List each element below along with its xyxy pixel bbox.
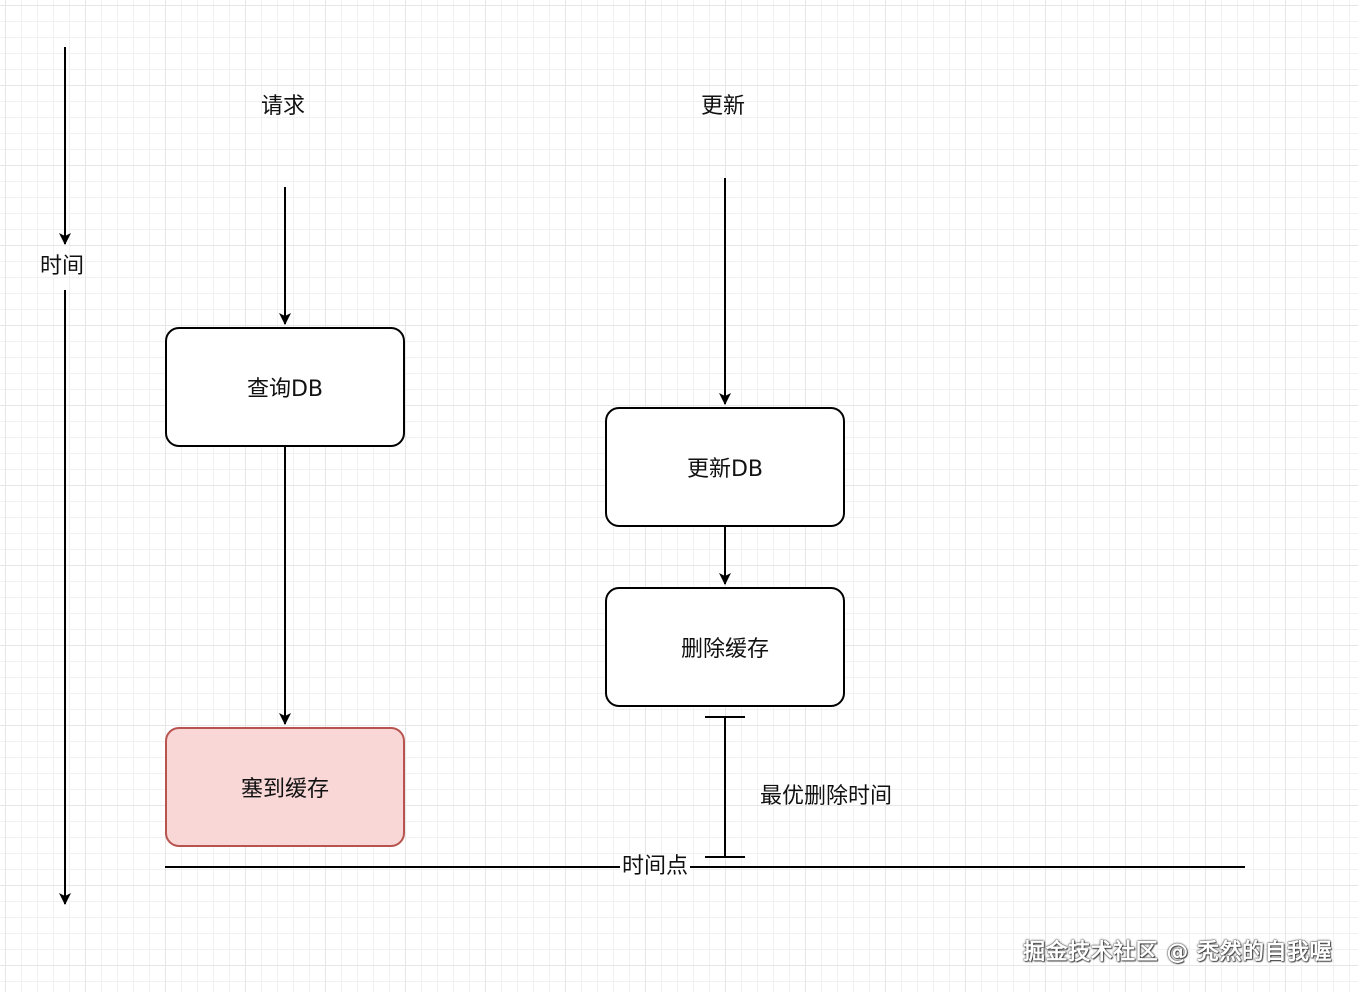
best-delete-time-label: 最优删除时间 <box>760 784 893 809</box>
watermark: 掘金技术社区 @ 秃然的自我喔 <box>1023 940 1332 965</box>
query-db-node[interactable]: 查询DB <box>165 327 405 447</box>
delete-cache-node-label: 删除缓存 <box>680 637 769 662</box>
query-db-node-label: 查询DB <box>246 377 324 402</box>
stuff-cache-node[interactable]: 塞到缓存 <box>165 727 405 847</box>
stuff-cache-node-label: 塞到缓存 <box>240 777 329 802</box>
time-point-label: 时间点 <box>620 854 691 879</box>
time-axis-label: 时间 <box>40 254 85 279</box>
update-db-node[interactable]: 更新DB <box>605 407 845 527</box>
update-lane-label: 更新 <box>701 94 746 119</box>
delete-cache-node[interactable]: 删除缓存 <box>605 587 845 707</box>
update-db-node-label: 更新DB <box>686 457 764 482</box>
request-lane-label: 请求 <box>261 94 306 119</box>
